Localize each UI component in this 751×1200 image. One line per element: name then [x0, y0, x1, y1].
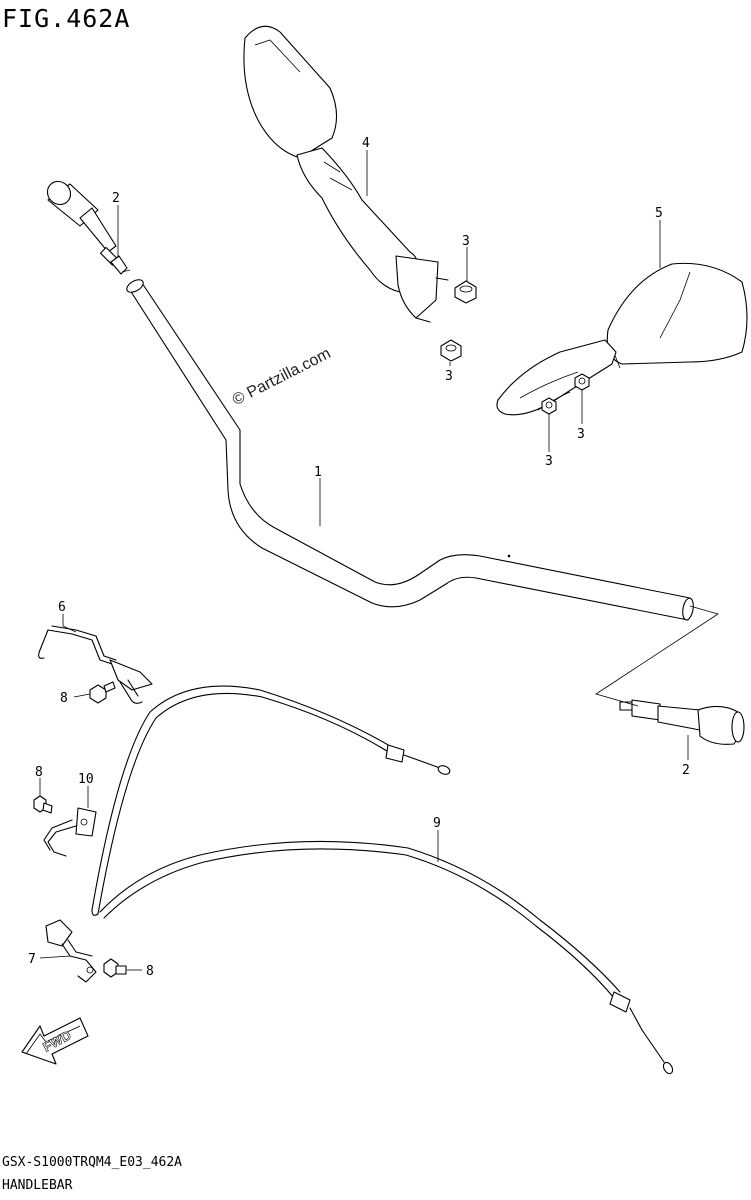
model-code: GSX-S1000TRQM4_E03_462A — [2, 1155, 183, 1170]
fwd-arrow: FWD — [21, 1017, 89, 1065]
callout-1: 1 — [314, 465, 322, 480]
section-name: HANDLEBAR — [2, 1178, 73, 1193]
bolt-8b[interactable] — [33, 795, 53, 814]
bar-end-weight-left[interactable] — [43, 177, 131, 275]
bolt-8c[interactable] — [103, 958, 127, 978]
nut-3c[interactable] — [574, 373, 590, 391]
nut-3a[interactable] — [454, 280, 477, 304]
callout-3-d: 3 — [545, 454, 553, 469]
callout-7: 7 — [28, 952, 36, 967]
figure-title: FIG.462A — [2, 4, 131, 33]
callout-4: 4 — [362, 136, 370, 151]
callout-8-a: 8 — [60, 691, 68, 706]
handlebar-part[interactable] — [125, 277, 695, 621]
callout-2-left: 2 — [112, 191, 120, 206]
clamp-10[interactable] — [43, 807, 97, 857]
callout-8-b: 8 — [35, 765, 43, 780]
mirror-5[interactable] — [496, 262, 748, 416]
callout-numbers: 1 2 2 3 3 3 3 4 5 6 7 8 8 8 9 10 — [28, 136, 690, 979]
callout-5: 5 — [655, 206, 663, 221]
bar-end-weight-right[interactable] — [619, 699, 745, 745]
nut-3d[interactable] — [541, 397, 557, 415]
callout-2-right: 2 — [682, 763, 690, 778]
bolt-8a[interactable] — [89, 681, 116, 704]
callout-8-c: 8 — [146, 964, 154, 979]
clamp-7[interactable] — [45, 919, 97, 983]
callout-10: 10 — [78, 772, 94, 787]
leader-lines — [39, 150, 719, 971]
callout-3-b: 3 — [445, 369, 453, 384]
callout-3-a: 3 — [462, 234, 470, 249]
nut-3b[interactable] — [440, 339, 462, 362]
callout-3-c: 3 — [577, 427, 585, 442]
callout-6: 6 — [58, 600, 66, 615]
mirror-4[interactable] — [243, 25, 449, 323]
callout-9: 9 — [433, 816, 441, 831]
throttle-cable-9[interactable] — [91, 685, 674, 1075]
